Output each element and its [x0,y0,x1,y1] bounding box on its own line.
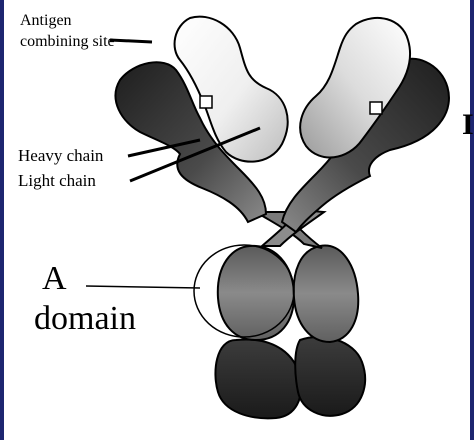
fc-lobe-left [214,338,302,420]
leader-light-chain [129,126,261,183]
antigen-site-left [199,95,213,109]
a-domain-label-domain: domain [34,300,136,337]
leader-heavy-chain [127,138,201,158]
light-chain-left [173,15,289,163]
light-chain-label: Light chain [18,171,96,190]
leader-antigen-site [109,38,153,44]
leader-a-domain [85,285,201,289]
diagram-panel: Antigen combining site Heavy chain Light… [4,0,470,440]
cut-off-title-fragment: I [462,108,474,141]
antigen-site-label: Antigen combining site [20,12,115,50]
antigen-site-right [369,101,383,115]
heavy-chain-label: Heavy chain [18,146,104,165]
antibody-diagram [85,15,450,420]
light-chain-right [299,16,412,159]
heavy-domain-left-ch2 [216,244,296,342]
a-domain-label-a: A [42,260,67,297]
a-domain-circle [193,244,295,338]
heavy-domain-right-ch2 [292,244,360,344]
fc-lobe-right [294,336,367,417]
